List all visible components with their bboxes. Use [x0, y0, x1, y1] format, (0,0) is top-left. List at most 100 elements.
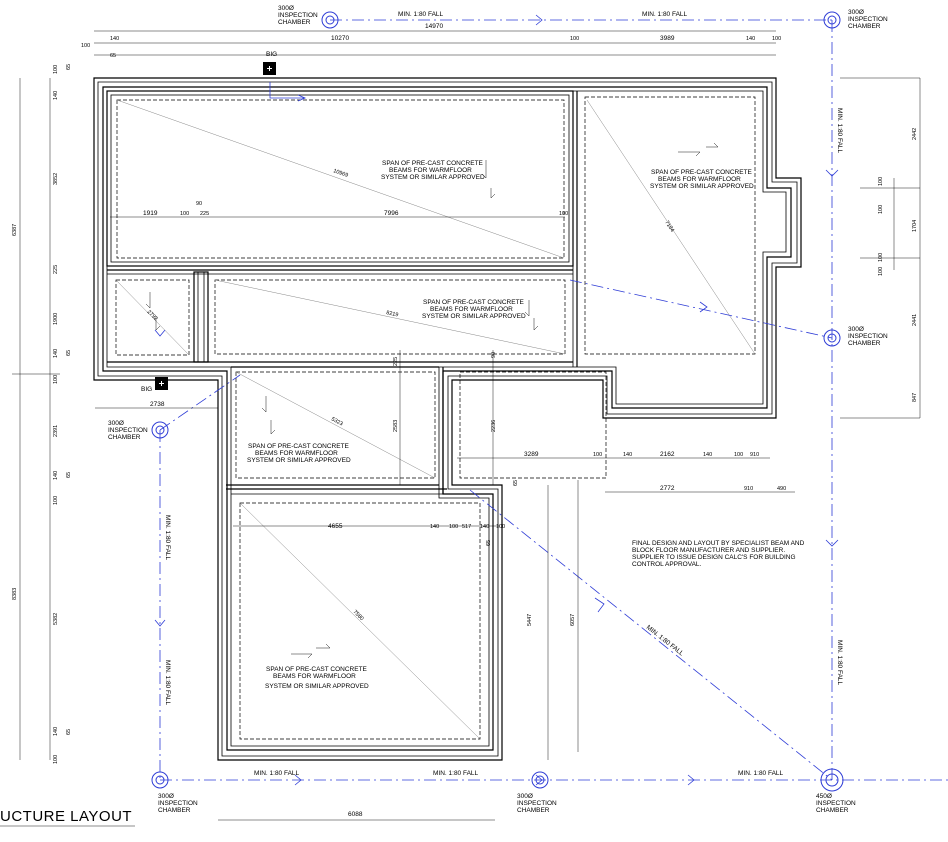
- drain-mid-left: [159, 374, 241, 431]
- chamber-bl-label1: INSPECTION: [158, 800, 198, 807]
- dim-left-6387: 6387: [12, 224, 18, 236]
- dim-mid-2236: 2236: [491, 420, 497, 432]
- span-labels: SPAN OF PRE-CAST CONCRETE BEAMS FOR WARM…: [247, 160, 754, 690]
- fall-top-left: MIN. 1:80 FALL: [398, 11, 444, 18]
- span-2-l1: SPAN OF PRE-CAST CONCRETE: [651, 169, 753, 176]
- dim-top-3989: 3989: [660, 35, 675, 42]
- span-arrow-7: [291, 643, 331, 659]
- span-area-4: [214, 279, 566, 355]
- outer-wall-upper-inner1: [97, 81, 798, 757]
- chamber-bm-label2: CHAMBER: [517, 807, 550, 814]
- chamber-bm-size: 300Ø: [517, 793, 533, 800]
- chamber-br-label2: CHAMBER: [816, 807, 849, 814]
- span-arrow-3: [145, 292, 161, 331]
- dim-r1-90: 90: [196, 201, 202, 207]
- span-4-l1: SPAN OF PRE-CAST CONCRETE: [423, 299, 525, 306]
- inspection-chambers: [151, 11, 844, 792]
- chamber-tr-icon: [823, 11, 841, 29]
- dim-left-65a: 65: [66, 64, 72, 70]
- chamber-ml-label2: CHAMBER: [108, 434, 141, 441]
- dim-right-100c: 100: [878, 253, 884, 262]
- outer-wall-upper: [93, 77, 802, 761]
- dim-mid-2738: 2738: [150, 401, 165, 408]
- dim-r1-100b: 100: [559, 211, 568, 217]
- span-5-l2: BEAMS FOR WARMFLOOR: [255, 450, 338, 457]
- note-line-3: SUPPLIER TO ISSUE DESIGN CALC'S FOR BUIL…: [632, 554, 796, 561]
- drain-arrows: [154, 14, 839, 786]
- span-1-l3: SYSTEM OR SIMILAR APPROVED: [381, 174, 485, 181]
- chamber-tl-label1: INSPECTION: [278, 12, 318, 19]
- chamber-mr-label1: INSPECTION: [848, 333, 888, 340]
- chamber-mr-icon: [823, 329, 841, 347]
- internal-walls: [106, 90, 578, 495]
- dim-mid-90: 90: [491, 352, 497, 358]
- note-line-1: FINAL DESIGN AND LAYOUT BY SPECIALIST BE…: [632, 540, 805, 547]
- dimension-text: 14970 10270 3989 140 100 65 100 140 100 …: [12, 23, 918, 818]
- chamber-ml-label1: INSPECTION: [108, 427, 148, 434]
- dim-diag-10969: 10969: [332, 168, 348, 179]
- dim-mid-225: 225: [393, 357, 399, 366]
- dim-left-2391: 2391: [53, 425, 59, 437]
- span-7-l3: SYSTEM OR SIMILAR APPROVED: [265, 683, 369, 690]
- dim-diag-7184: 7184: [663, 220, 675, 234]
- diag-5: [235, 371, 436, 479]
- note-line-2: BLOCK FLOOR MANUFACTURER AND SUPPLIER.: [632, 547, 785, 554]
- span-7-l1: SPAN OF PRE-CAST CONCRETE: [266, 666, 368, 673]
- dim-top-100c: 100: [772, 36, 781, 42]
- dim-diag-8219: 8219: [386, 310, 399, 318]
- span-areas: [115, 96, 756, 740]
- chamber-bm-icon: [531, 771, 549, 789]
- diag-6: [239, 502, 481, 740]
- fall-diagonal: MIN. 1:80 FALL: [645, 624, 685, 658]
- dim-top-100b: 100: [570, 36, 579, 42]
- dim-mid-2583: 2583: [393, 420, 399, 432]
- span-1-l2: BEAMS FOR WARMFLOOR: [389, 167, 472, 174]
- span-7-l2: BEAMS FOR WARMFLOOR: [273, 673, 356, 680]
- dim-mid-100b: 100: [734, 452, 743, 458]
- dim-low-100: 100: [449, 524, 458, 530]
- dim-right-847: 847: [912, 393, 918, 402]
- chamber-br-size: 450Ø: [816, 793, 832, 800]
- drain-diagonal: [469, 489, 833, 781]
- chamber-bl-size: 300Ø: [158, 793, 174, 800]
- dim-mid-2162: 2162: [660, 451, 675, 458]
- dim-right-100d: 100: [878, 267, 884, 276]
- dim-low-517: 517: [462, 524, 471, 530]
- dim-r1-7996: 7996: [384, 210, 399, 217]
- fall-bottom-2: MIN. 1:80 FALL: [433, 770, 479, 777]
- dim-mid-490: 490: [777, 486, 786, 492]
- dim-r1-225: 225: [200, 211, 209, 217]
- dim-left-100c: 100: [53, 496, 59, 505]
- dim-low-65: 65: [513, 480, 519, 486]
- dim-mid-100: 100: [593, 452, 602, 458]
- dim-left-8383: 8383: [12, 588, 18, 600]
- span-arrow-1: [481, 160, 496, 199]
- chamber-ml-size: 300Ø: [108, 420, 124, 427]
- dim-left-65d: 65: [66, 729, 72, 735]
- dim-left-3852: 3852: [53, 173, 59, 185]
- dim-right-100b: 100: [878, 205, 884, 214]
- fall-right-upper: MIN. 1:80 FALL: [836, 108, 843, 154]
- dim-left-65b: 65: [66, 350, 72, 356]
- chamber-tl-icon: [321, 11, 339, 29]
- dim-top-65: 65: [110, 53, 116, 59]
- dim-top-10270: 10270: [331, 35, 349, 42]
- dim-low-5447: 5447: [527, 614, 533, 626]
- diag-1: [116, 99, 565, 259]
- fall-left-upper: MIN. 1:80 FALL: [164, 515, 171, 561]
- span-4-l3: SYSTEM OR SIMILAR APPROVED: [422, 313, 526, 320]
- room-1-wall-inner: [110, 94, 570, 263]
- diag-4: [214, 279, 566, 355]
- dim-left-65c: 65: [66, 472, 72, 478]
- dim-low-140b: 140: [480, 524, 489, 530]
- span-arrow-4: [524, 300, 539, 331]
- room-1-wall: [106, 90, 574, 267]
- diag-2: [586, 99, 756, 355]
- span-area-5: [235, 371, 436, 479]
- chamber-bl-label2: CHAMBER: [158, 807, 191, 814]
- dim-left-100a: 100: [53, 65, 59, 74]
- span-2-l2: BEAMS FOR WARMFLOOR: [658, 176, 741, 183]
- span-diagonals: [115, 99, 756, 740]
- chamber-tr-size: 300Ø: [848, 9, 864, 16]
